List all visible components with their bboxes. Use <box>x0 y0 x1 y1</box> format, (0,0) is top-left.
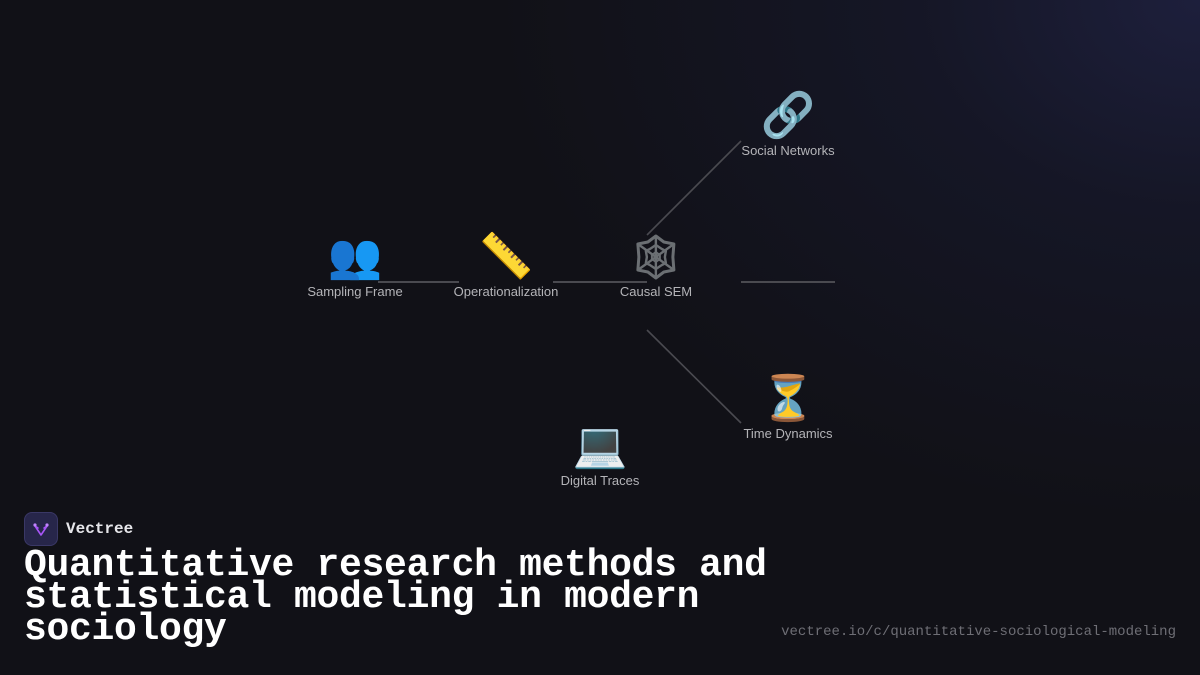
page-url[interactable]: vectree.io/c/quantitative-sociological-m… <box>781 624 1176 640</box>
laptop-icon: 💻 <box>572 420 628 471</box>
hourglass-icon: ⏳ <box>760 373 816 424</box>
node-label: Social Networks <box>741 143 835 158</box>
edge-causal-time <box>646 329 742 424</box>
page-title: Quantitative research methods and statis… <box>24 544 767 651</box>
node-causal-sem[interactable]: Causal SEM <box>620 232 692 299</box>
ruler-icon: 📏 <box>478 231 534 282</box>
node-label: Causal SEM <box>619 284 693 299</box>
brand[interactable]: Vectree <box>24 512 133 546</box>
node-sampling-frame[interactable]: 👥 Sampling Frame <box>307 231 403 300</box>
node-label: Operationalization <box>453 284 559 299</box>
node-social-networks[interactable]: 🔗 Social Networks <box>741 90 835 159</box>
link-icon: 🔗 <box>760 90 816 141</box>
node-operationalization[interactable]: 📏 Operationalization <box>453 231 559 300</box>
people-icon: 👥 <box>327 231 383 282</box>
node-time-dynamics[interactable]: ⏳ Time Dynamics <box>743 373 833 442</box>
brand-logo-icon <box>24 512 58 546</box>
node-label: Time Dynamics <box>743 426 833 441</box>
edge-causal-social <box>646 140 742 236</box>
node-digital-traces[interactable]: 💻 Digital Traces <box>560 420 640 489</box>
node-label: Sampling Frame <box>307 284 403 299</box>
spider-web-icon <box>631 232 681 282</box>
brand-name: Vectree <box>66 520 134 538</box>
node-label: Digital Traces <box>560 473 640 488</box>
